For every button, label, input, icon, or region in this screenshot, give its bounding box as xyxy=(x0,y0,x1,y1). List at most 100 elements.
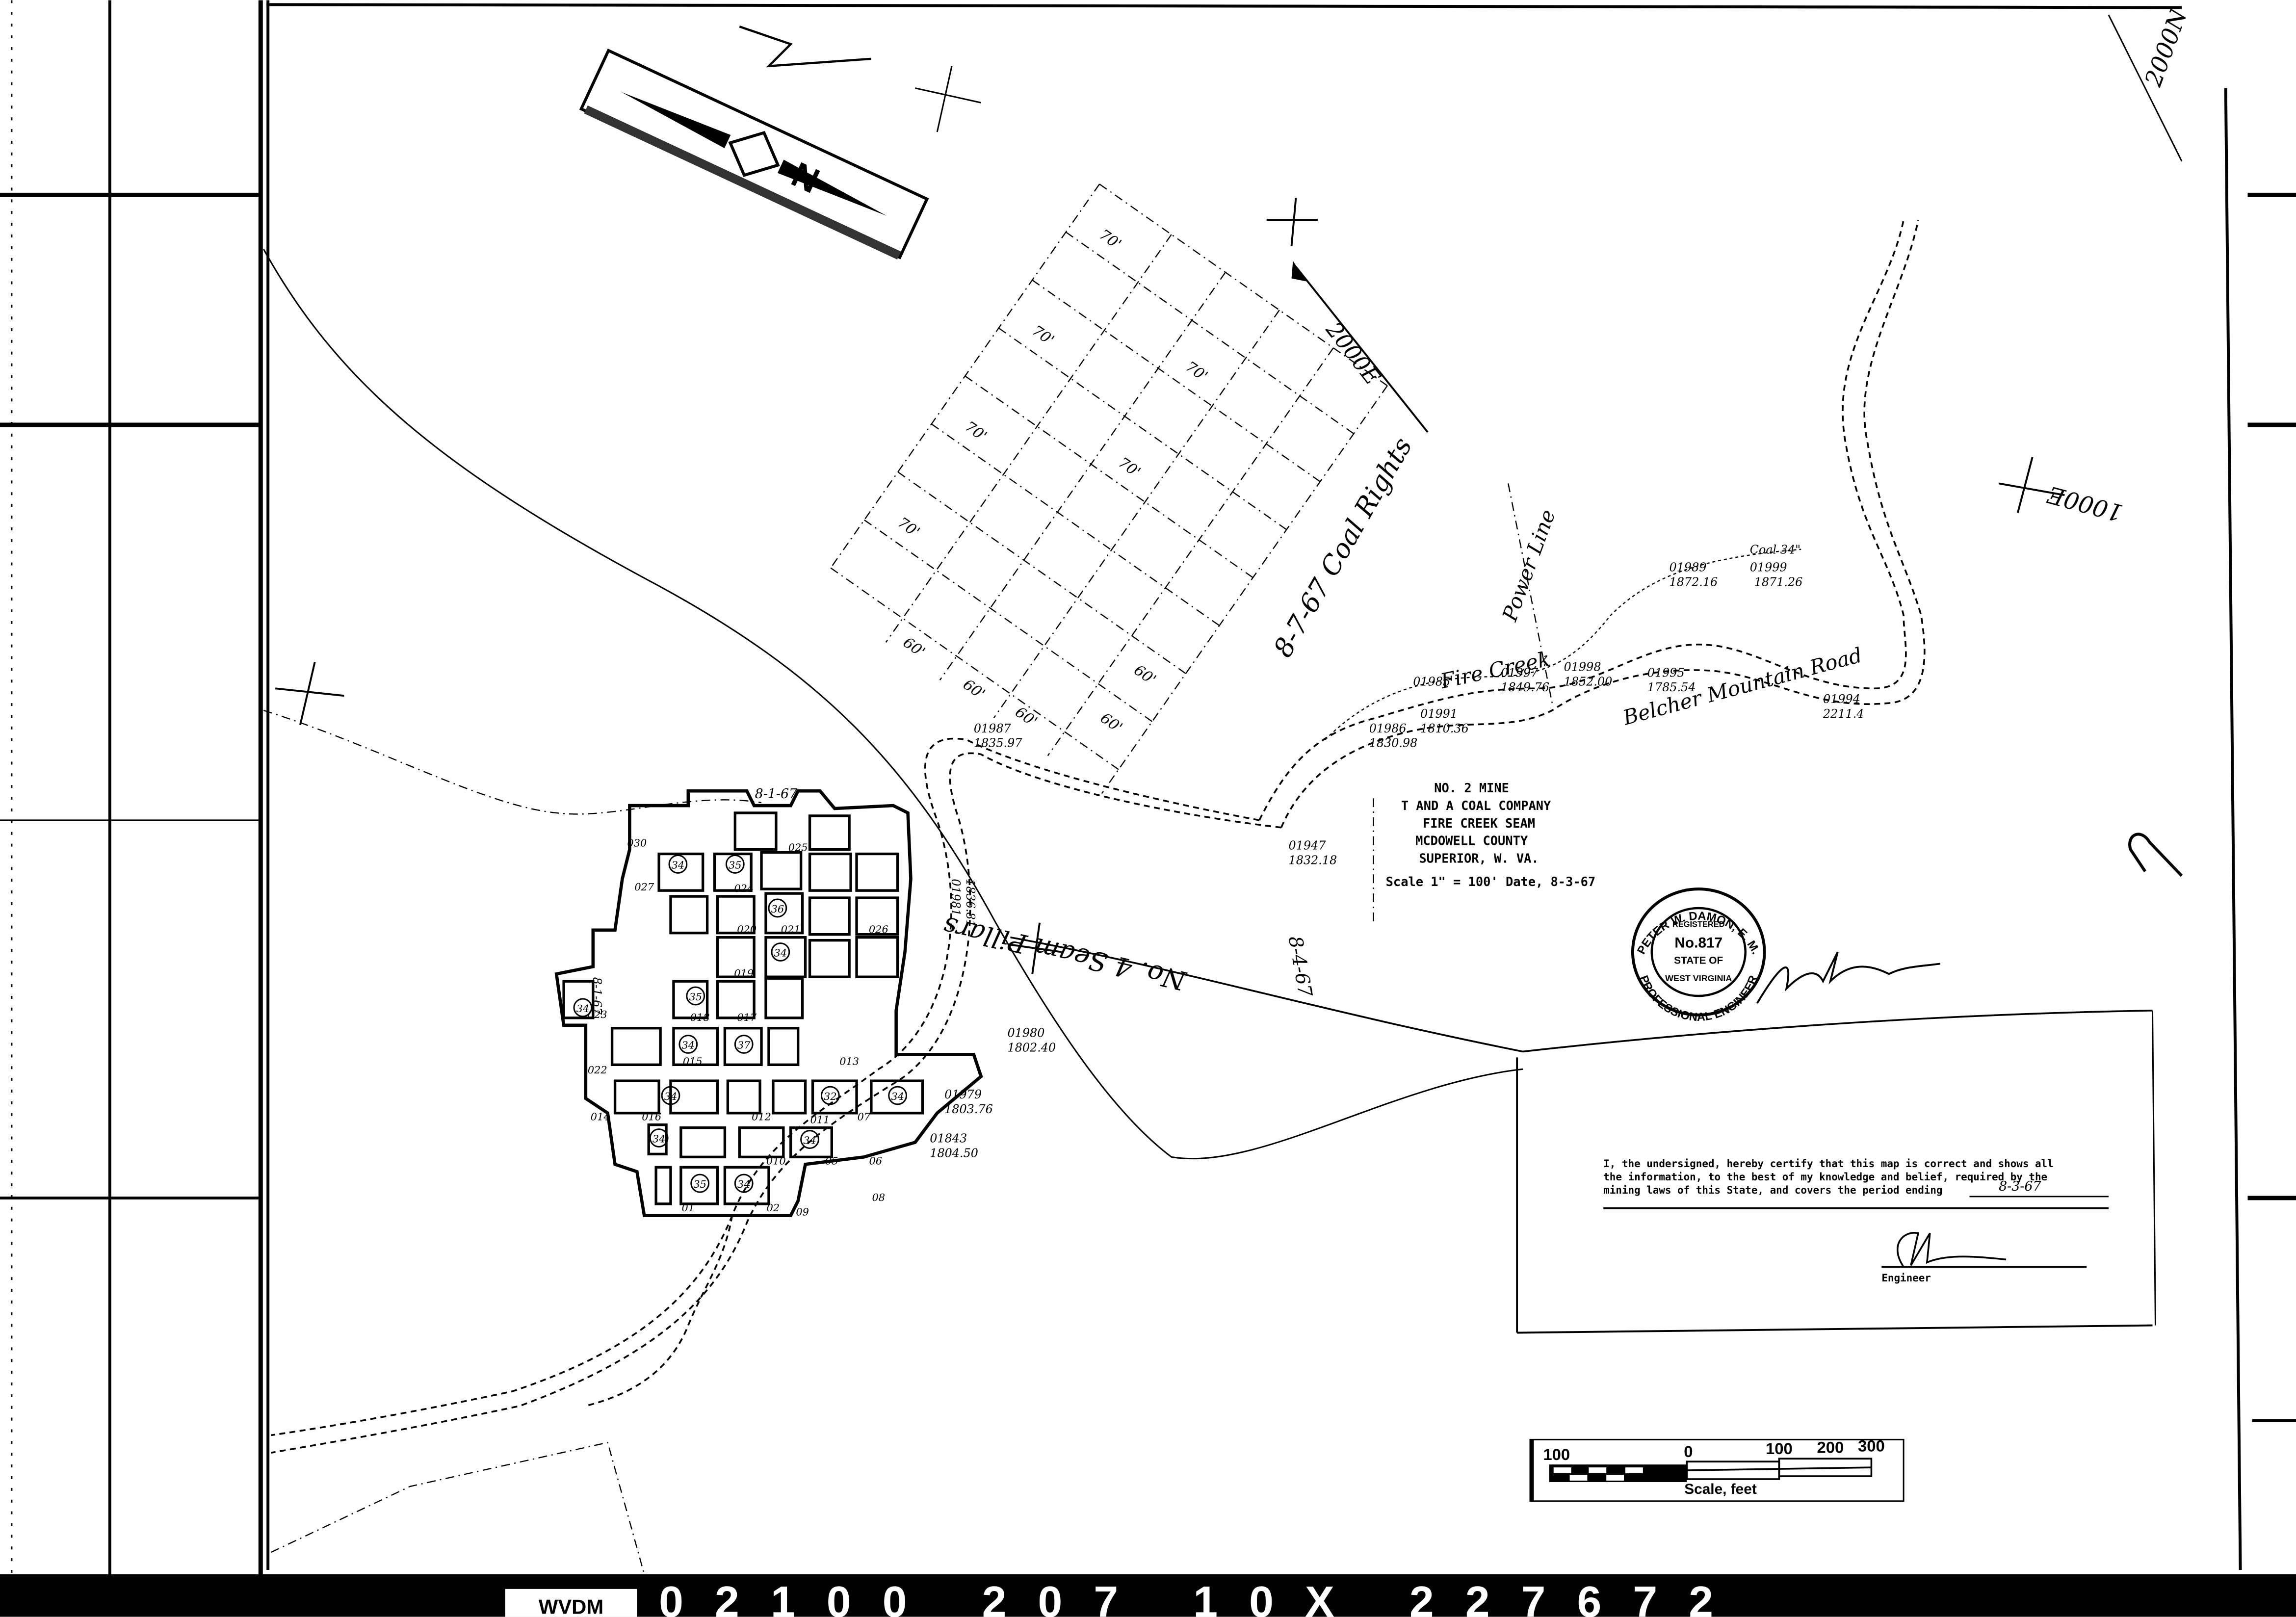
seal-number: No.817 xyxy=(1674,935,1722,951)
station-number: 02 xyxy=(767,1202,780,1214)
station-label: 01997 xyxy=(1501,666,1539,679)
elevation-value: 1871.26 xyxy=(1754,575,1803,589)
lot-dim: 60' xyxy=(1097,709,1125,736)
station-number: 017 xyxy=(737,1012,757,1023)
film-prefix: WVDM xyxy=(539,1595,603,1617)
station-number: 019 xyxy=(734,967,754,979)
station-label: 01843 xyxy=(930,1132,967,1146)
station-label: 01987 xyxy=(974,722,1012,735)
engineer-seal: PETER W. DAMON, E. M. PROFESSIONAL ENGIN… xyxy=(1631,887,1940,1024)
elevation-value: 1832.18 xyxy=(1289,853,1337,867)
signature-label: Engineer xyxy=(1881,1272,1931,1284)
coord-top-right: 2000N xyxy=(2140,4,2193,90)
scale-label: Scale, feet xyxy=(1684,1481,1757,1497)
scale-tick: 100 xyxy=(1766,1439,1793,1458)
elevation-value: 2211.4 xyxy=(1823,707,1864,721)
coal-rights-label: 8-7-67 Coal Rights xyxy=(1267,432,1418,662)
station-number: 013 xyxy=(839,1055,859,1067)
station-number: 011 xyxy=(810,1114,830,1126)
thickness-mark: 35 xyxy=(689,991,702,1003)
haulage-track xyxy=(585,1215,733,1407)
title-county: MCDOWELL COUNTY xyxy=(1415,834,1528,848)
scale-tick: 100 xyxy=(1543,1445,1570,1463)
station-number: 010 xyxy=(766,1155,786,1167)
thickness-mark: 34 xyxy=(682,1039,695,1051)
elevation-value: 1802.40 xyxy=(1007,1041,1056,1054)
north-arrow-tick xyxy=(739,26,982,132)
thickness-circle xyxy=(686,986,705,1006)
film-strip: WVDM 02100 207 10X 227672 xyxy=(0,1574,2296,1617)
lot-dim: 70' xyxy=(962,418,990,445)
lot-dim: 60' xyxy=(1131,661,1159,688)
lot-dim: 70' xyxy=(894,514,923,541)
road-west-2 xyxy=(270,752,1281,1454)
thickness-circle xyxy=(668,855,688,874)
thickness-mark: 32 xyxy=(824,1091,837,1102)
station-number: 08 xyxy=(872,1192,886,1203)
certification-box: I, the undersigned, hereby certify that … xyxy=(1516,1010,2156,1334)
thickness-circle xyxy=(573,998,593,1017)
elevation-value: 1830.98 xyxy=(1369,736,1418,750)
thickness-circle xyxy=(661,1086,680,1105)
station-label: 01986 xyxy=(1369,722,1407,735)
cert-line-1: I, the undersigned, hereby certify that … xyxy=(1603,1158,2053,1170)
date-workings: 8-1-67 xyxy=(755,786,798,802)
elevation-value: 1872.16 xyxy=(1670,575,1718,589)
lot-dim: 70' xyxy=(1115,454,1144,481)
elevation-value: 1785.54 xyxy=(1647,680,1696,694)
elevation-value: 1836.81 xyxy=(964,879,977,927)
thickness-mark: 34 xyxy=(891,1091,904,1102)
road-edge-north xyxy=(1258,219,1907,821)
left-frame-grid xyxy=(0,0,263,1574)
scale-tick: 200 xyxy=(1817,1438,1844,1456)
thickness-mark: 34 xyxy=(652,1133,666,1145)
scale-date: Scale 1" = 100' Date, 8-3-67 xyxy=(1386,874,1596,889)
station-number: 014 xyxy=(591,1111,610,1123)
thickness-mark: 37 xyxy=(737,1039,751,1051)
thickness-mark: 34 xyxy=(803,1134,816,1146)
lot-dim: 60' xyxy=(1012,704,1041,730)
cert-signature xyxy=(1897,1232,2007,1268)
coord-arrow: 2000E xyxy=(1291,261,1429,433)
property-line xyxy=(270,1441,645,1575)
elevation-value: 1804.50 xyxy=(930,1146,978,1160)
power-line-label: Power Line xyxy=(1497,506,1560,625)
lot-dim: 70' xyxy=(1096,226,1124,253)
fire-creek xyxy=(263,709,762,815)
thickness-mark: 35 xyxy=(729,859,742,871)
cert-line-3: mining laws of this State, and covers th… xyxy=(1603,1184,1942,1196)
thickness-circle xyxy=(725,855,745,874)
station-label: 01985 xyxy=(1413,675,1450,688)
station-label: 01991 xyxy=(1420,707,1458,721)
elevation-value: 1852.00 xyxy=(1564,675,1613,688)
thickness-mark: 34 xyxy=(774,947,787,959)
map-border xyxy=(266,0,2296,1570)
station-number: 018 xyxy=(690,1012,710,1023)
station-number: 016 xyxy=(642,1111,661,1123)
date-hand: 8-4-67 xyxy=(1284,935,1316,999)
scale-tick: 300 xyxy=(1858,1436,1885,1455)
outcrop-line xyxy=(262,249,1523,1160)
station-number: 015 xyxy=(683,1055,703,1067)
seam-pillars-label: No. 4 Seam Pillars xyxy=(940,911,1190,997)
lot-dim: 60' xyxy=(900,634,928,661)
station-number: 027 xyxy=(634,881,654,893)
survey-crosses xyxy=(275,198,2065,974)
thickness-mark: 34 xyxy=(664,1091,678,1102)
thickness-circle xyxy=(734,1174,754,1193)
station-label: 01999 xyxy=(1750,560,1787,574)
station-number: 06 xyxy=(869,1155,883,1167)
title-company: T AND A COAL COMPANY xyxy=(1401,798,1551,813)
thickness-circle xyxy=(820,1086,840,1105)
station-label: 01994 xyxy=(1823,692,1860,706)
station-label: 01998 xyxy=(1564,660,1601,674)
clip-mark xyxy=(2128,833,2183,877)
station-label: 01989 xyxy=(1670,560,1707,574)
station-number: 026 xyxy=(869,924,888,936)
elevation-value: 1803.76 xyxy=(944,1102,993,1116)
date-side: 8-1-67 xyxy=(590,977,604,1016)
svg-text:Coal 34": Coal 34" xyxy=(1750,543,1800,557)
